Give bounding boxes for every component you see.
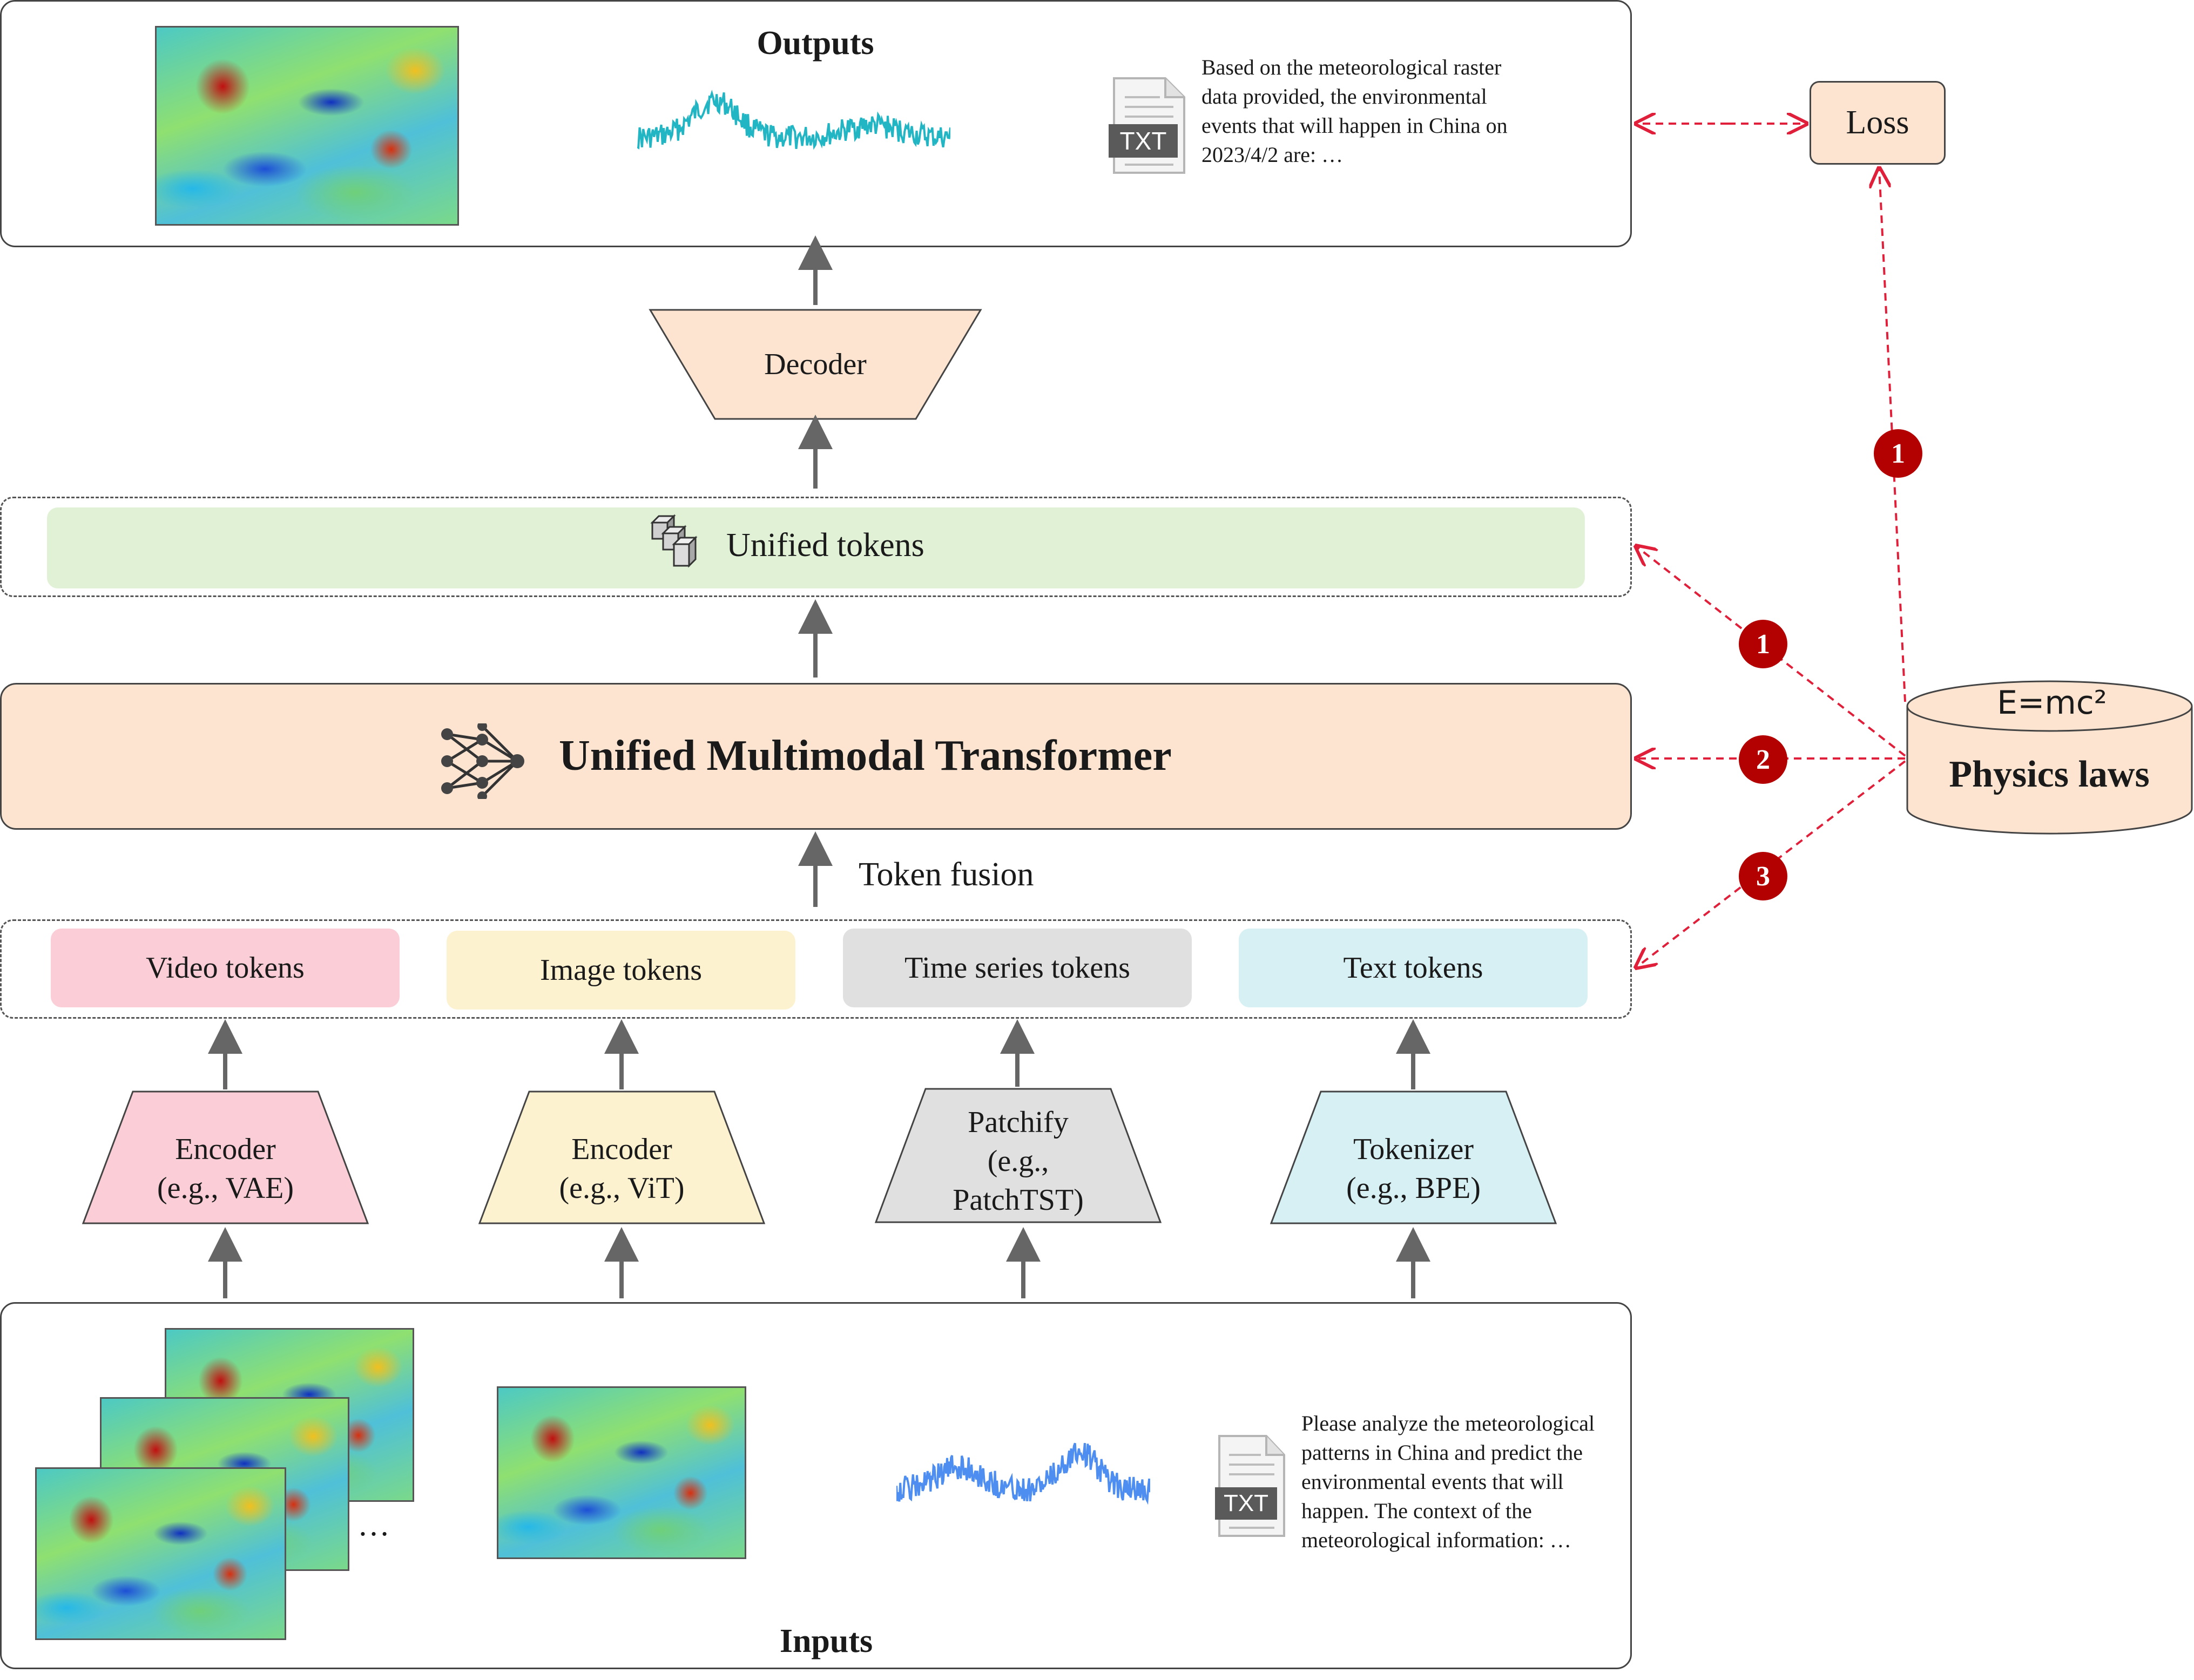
inputs-title: Inputs	[779, 1622, 873, 1659]
image-tokens: Image tokens	[447, 931, 795, 1010]
transformer-label: Unified Multimodal Transformer	[559, 732, 1172, 780]
input-image	[497, 1386, 746, 1559]
unified-tokens-bar	[47, 507, 1585, 588]
encoder-video-text: Encoder (e.g., VAE)	[81, 1123, 370, 1215]
txt-label: TXT	[1223, 1490, 1269, 1516]
unified-tokens-container	[0, 497, 1632, 597]
decoder-label: Decoder	[764, 348, 867, 381]
patchify-line2: (e.g.,	[987, 1144, 1049, 1178]
badge-loss: 1	[1874, 429, 1922, 478]
txt-label: TXT	[1119, 127, 1167, 155]
physics-formula: E=mc²	[1997, 684, 2107, 722]
transformer-box	[0, 683, 1632, 830]
encoder-video-shape	[82, 1090, 369, 1224]
video-tokens: Video tokens	[51, 929, 400, 1007]
encoder-image-text: Encoder (e.g., ViT)	[477, 1123, 766, 1215]
badge-transformer: 2	[1739, 735, 1787, 784]
tokenizer-line1: Tokenizer	[1353, 1133, 1474, 1166]
outputs-text: Based on the meteorological raster data …	[1201, 55, 1508, 167]
physics-laws-label: Physics laws	[1949, 754, 2150, 795]
patchify-line3: PatchTST)	[953, 1183, 1084, 1217]
tokenizer-text: Tokenizer (e.g., BPE)	[1269, 1123, 1558, 1215]
modality-tokens-container	[0, 919, 1632, 1019]
output-time-series	[637, 90, 950, 150]
patchify-text: Patchify (e.g., PatchTST)	[874, 1101, 1163, 1221]
decoder-trapezoid	[649, 309, 982, 420]
token-fusion-label: Token fusion	[859, 856, 1034, 893]
outputs-title: Outputs	[757, 24, 874, 62]
tokenizer-line2: (e.g., BPE)	[1346, 1171, 1481, 1205]
badge-tokens: 3	[1739, 852, 1787, 900]
video-frame-1	[35, 1467, 286, 1640]
cylinder-icon	[1906, 680, 2193, 835]
encoder-image-line2: (e.g., ViT)	[559, 1171, 685, 1205]
txt-document-icon: TXT	[1109, 76, 1190, 175]
cubes-icon	[650, 514, 698, 568]
loss-box: Loss	[1810, 81, 1946, 165]
neural-network-icon	[441, 723, 524, 799]
text-tokens: Text tokens	[1239, 929, 1588, 1007]
encoder-image-line1: Encoder	[571, 1133, 672, 1166]
input-time-series	[896, 1442, 1150, 1505]
loss-label: Loss	[1846, 104, 1909, 141]
badge-unified: 1	[1739, 620, 1787, 668]
encoder-video-line1: Encoder	[175, 1133, 276, 1166]
output-raster-image	[155, 26, 459, 226]
unified-tokens-label: Unified tokens	[726, 527, 924, 564]
patchify-shape	[874, 1088, 1162, 1223]
encoder-video-line2: (e.g., VAE)	[157, 1171, 294, 1205]
patchify-line1: Patchify	[968, 1106, 1069, 1139]
inputs-text: Please analyze the meteorological patter…	[1301, 1411, 1595, 1552]
time-series-tokens: Time series tokens	[843, 929, 1192, 1007]
encoder-image-shape	[478, 1090, 766, 1224]
tokenizer-shape	[1270, 1090, 1557, 1224]
video-ellipsis: …	[357, 1507, 390, 1542]
txt-document-icon: TXT	[1215, 1433, 1288, 1539]
